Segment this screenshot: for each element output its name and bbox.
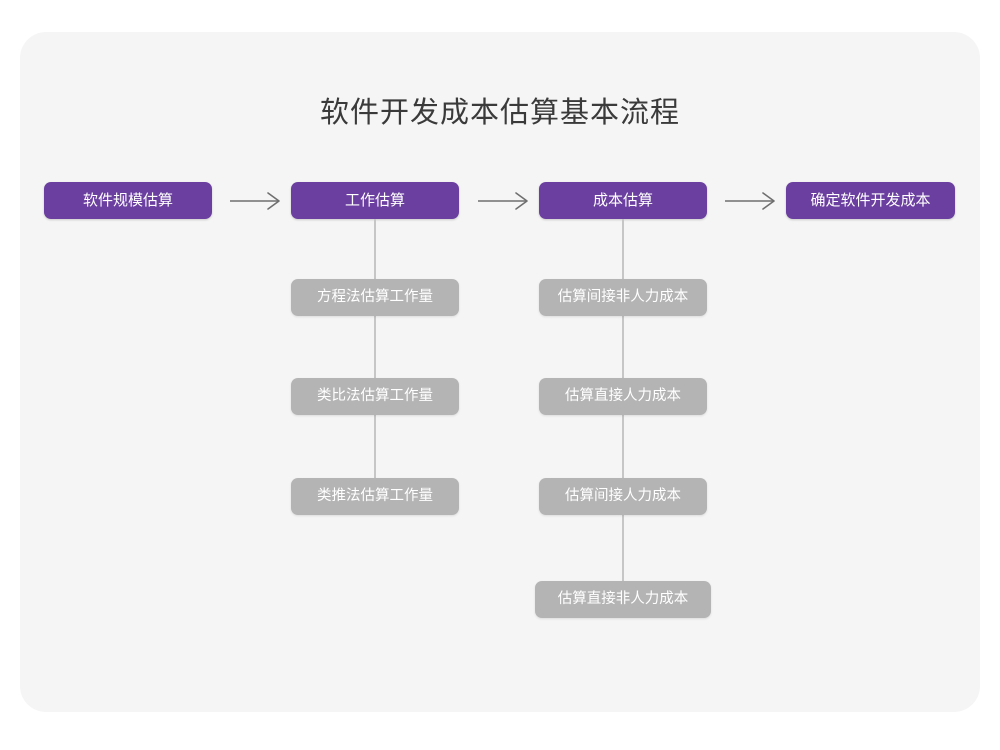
arrow-2-icon <box>476 190 532 212</box>
branch-node-analogy-method-effort[interactable]: 类比法估算工作量 <box>291 378 459 415</box>
branch-node-indirect-labor-cost[interactable]: 估算间接人力成本 <box>539 478 707 515</box>
connector-cost-2 <box>622 316 624 378</box>
step-node-cost-estimation[interactable]: 成本估算 <box>539 182 707 219</box>
connector-effort-2 <box>374 316 376 378</box>
branch-node-direct-nonlabor-cost[interactable]: 估算直接非人力成本 <box>535 581 711 618</box>
diagram-card <box>20 32 980 712</box>
connector-effort-1 <box>374 219 376 279</box>
step-node-effort-estimation[interactable]: 工作估算 <box>291 182 459 219</box>
connector-cost-1 <box>622 219 624 279</box>
connector-effort-3 <box>374 415 376 478</box>
page-title: 软件开发成本估算基本流程 <box>319 97 680 129</box>
step-node-determine-development-cost[interactable]: 确定软件开发成本 <box>786 182 955 219</box>
branch-node-indirect-nonlabor-cost[interactable]: 估算间接非人力成本 <box>539 279 707 316</box>
branch-node-equation-method-effort[interactable]: 方程法估算工作量 <box>291 279 459 316</box>
arrow-3-icon <box>723 190 779 212</box>
connector-cost-3 <box>622 415 624 478</box>
branch-node-direct-labor-cost[interactable]: 估算直接人力成本 <box>539 378 707 415</box>
arrow-1-icon <box>228 190 284 212</box>
connector-cost-4 <box>622 515 624 581</box>
branch-node-inference-method-effort[interactable]: 类推法估算工作量 <box>291 478 459 515</box>
step-node-software-scale-estimation[interactable]: 软件规模估算 <box>44 182 212 219</box>
